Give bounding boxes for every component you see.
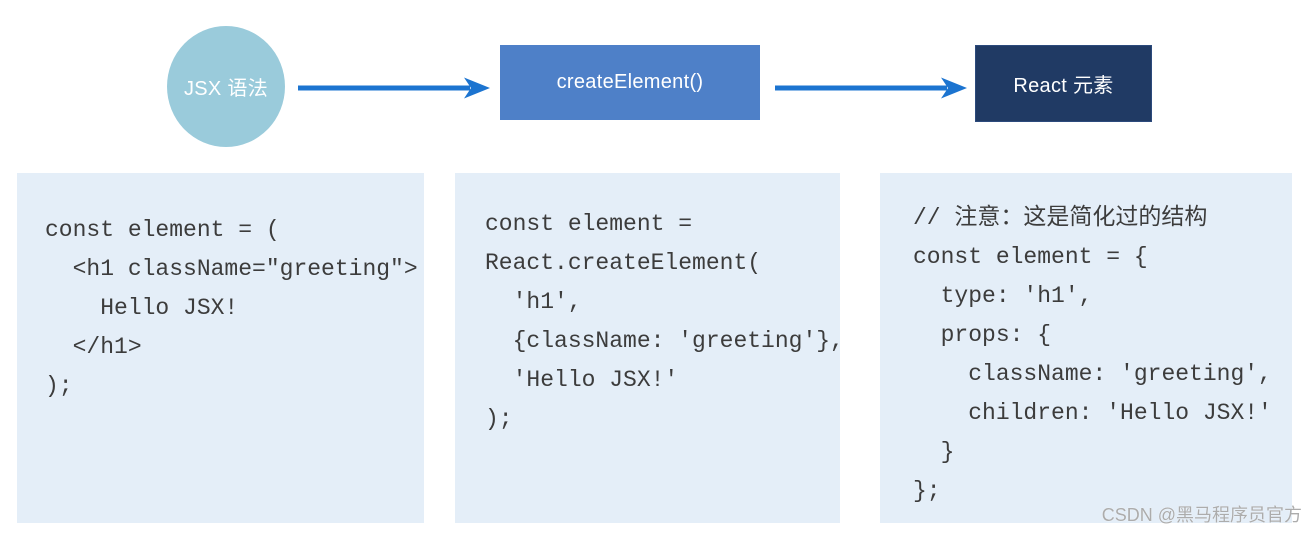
arrow-right-icon [775,77,967,99]
jsx-syntax-node: JSX 语法 [167,26,285,147]
react-element-label: React 元素 [1013,75,1114,97]
watermark: CSDN @黑马程序员官方 [1101,505,1302,525]
react-element-node: React 元素 [975,45,1152,122]
create-element-label: createElement() [556,71,704,93]
jsx-syntax-label: JSX 语法 [183,78,269,100]
code-block-jsx: const element = ( <h1 className="greetin… [17,173,424,523]
create-element-node: createElement() [500,45,760,120]
arrow-right-icon [298,77,490,99]
code-block-element-object: // 注意：这是简化过的结构 const element = { type: '… [880,173,1292,523]
code-block-create-element: const element = React.createElement( 'h1… [455,173,840,523]
